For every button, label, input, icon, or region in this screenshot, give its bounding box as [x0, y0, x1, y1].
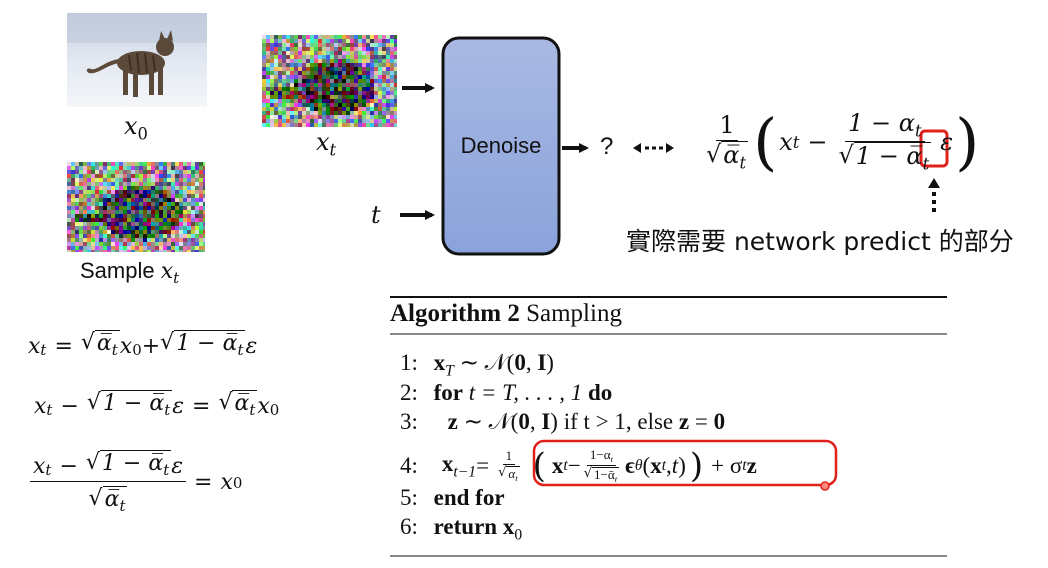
algorithm-line-6: 6: return x0: [400, 514, 523, 544]
denoise-label: Denoise: [460, 133, 542, 158]
label-sample-xt: Sample xt: [80, 258, 180, 288]
outer-fraction: 1 √α̅t: [706, 110, 749, 173]
algorithm-line-1: 1: xT ∼ 𝒩(0, I): [400, 350, 554, 380]
epsilon-symbol: ε: [940, 128, 954, 157]
dotted-double-arrow: [633, 143, 674, 153]
algorithm-line-3: 3: z ∼ 𝒩(0, I) if t > 1, else z = 0: [400, 409, 726, 434]
algorithm-title: Algorithm 2 Sampling: [390, 300, 622, 327]
question-mark: ?: [600, 133, 614, 160]
annotation-network-predict: 實際需要 network predict 的部分: [626, 227, 1014, 256]
label-xt: xt: [316, 128, 337, 160]
denoise-box: [441, 36, 561, 256]
algorithm-highlight-box: [532, 439, 838, 487]
cursor-dot: [820, 481, 830, 491]
inner-fraction: 1 − αt √1 − α̅t: [838, 109, 932, 175]
algorithm-line-2: 2: for t = T, . . . , 1 do: [400, 380, 613, 405]
label-t-input: t: [371, 201, 381, 229]
algorithm-line-5: 5: end for: [400, 485, 505, 510]
epsilon-highlight-box: [919, 129, 949, 168]
clean-cat-image: [67, 13, 207, 107]
noisy-cat-image-xt: [262, 35, 397, 127]
dotted-up-arrow: [928, 178, 940, 212]
label-x0: x0: [124, 112, 148, 144]
sampled-noisy-cat-image: [67, 162, 205, 252]
